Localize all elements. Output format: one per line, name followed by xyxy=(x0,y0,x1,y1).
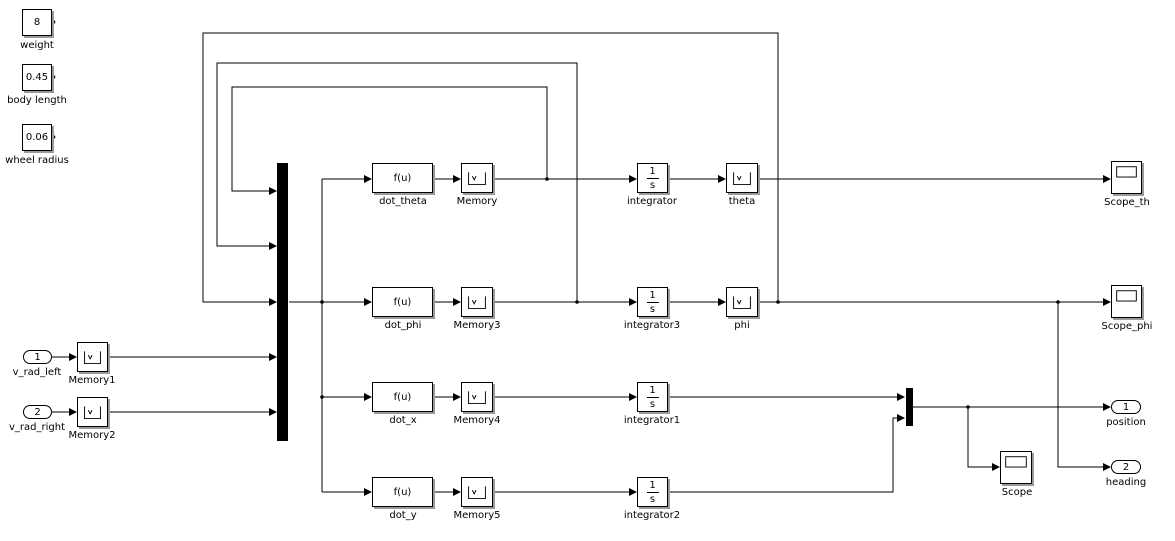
memory1-block[interactable] xyxy=(77,342,108,372)
fcn-dot-x[interactable]: f(u) xyxy=(372,382,433,412)
memory-step-icon xyxy=(468,172,486,185)
memory-block[interactable] xyxy=(461,163,493,193)
theta-block[interactable] xyxy=(726,163,758,193)
outport-2[interactable]: 2 xyxy=(1111,460,1141,474)
inport-label: v_rad_right xyxy=(8,422,66,433)
memory4-block[interactable] xyxy=(461,382,493,412)
scope-label: Scope_th xyxy=(1104,197,1150,208)
scope-label: Scope xyxy=(1001,487,1033,498)
memory-step-icon xyxy=(733,296,751,309)
memory-label: Memory xyxy=(456,196,498,207)
fcn-label: dot_x xyxy=(389,415,417,426)
constant-value: 0.06 xyxy=(25,132,49,143)
integrator-label: integrator1 xyxy=(623,415,681,426)
memory-label: Memory4 xyxy=(453,415,501,426)
memory-label: Memory2 xyxy=(68,430,116,441)
fcn-dot-theta[interactable]: f(u) xyxy=(372,163,433,193)
memory-step-icon xyxy=(468,486,486,499)
memory3-block[interactable] xyxy=(461,287,493,317)
constant-label: wheel radius xyxy=(5,155,69,166)
scope-phi-block[interactable] xyxy=(1111,285,1142,318)
inport-1[interactable]: 1 xyxy=(23,350,52,364)
state-label: theta xyxy=(728,196,756,207)
feedback-phi xyxy=(202,32,779,306)
scope-block[interactable] xyxy=(1000,451,1032,484)
outport-label: position xyxy=(1106,417,1146,428)
scope-label: Scope_phi xyxy=(1101,321,1153,332)
memory-label: Memory3 xyxy=(453,320,501,331)
memory-label: Memory5 xyxy=(453,510,501,521)
constant-label: weight xyxy=(20,40,54,51)
memory-step-icon xyxy=(84,351,101,364)
scope-screen-icon xyxy=(1116,166,1137,178)
memory2-block[interactable] xyxy=(77,397,108,427)
scope-screen-icon xyxy=(1005,456,1027,468)
memory-step-icon xyxy=(733,172,751,185)
mux-bar[interactable] xyxy=(906,388,913,426)
constant-body-length[interactable]: 0.45 xyxy=(22,64,52,91)
constant-value: 0.45 xyxy=(25,72,49,83)
fcn-label: dot_y xyxy=(389,510,417,521)
memory-step-icon xyxy=(84,406,101,419)
mux-bar[interactable] xyxy=(277,163,288,441)
feedback-memory3 xyxy=(216,62,578,302)
memory-step-icon xyxy=(468,391,486,404)
constant-value: 8 xyxy=(33,17,41,28)
scope-screen-icon xyxy=(1116,290,1137,302)
phi-block[interactable] xyxy=(726,287,758,317)
fcn-dot-y[interactable]: f(u) xyxy=(372,477,433,507)
fcn-label: dot_phi xyxy=(384,320,422,331)
memory5-block[interactable] xyxy=(461,477,493,507)
outport-1[interactable]: 1 xyxy=(1111,400,1141,414)
constant-wheel-radius[interactable]: 0.06 xyxy=(22,124,52,151)
integrator-label: integrator xyxy=(627,196,677,207)
inport-2[interactable]: 2 xyxy=(23,405,52,419)
inport-label: v_rad_left xyxy=(12,367,62,378)
fcn-dot-phi[interactable]: f(u) xyxy=(372,287,433,317)
state-label: phi xyxy=(734,320,750,331)
memory-step-icon xyxy=(468,296,486,309)
integrator-label: integrator3 xyxy=(623,320,681,331)
outport-label: heading xyxy=(1105,477,1147,488)
memory-label: Memory1 xyxy=(68,375,116,386)
feedback-memory xyxy=(231,86,548,195)
fcn-label: dot_theta xyxy=(379,196,427,207)
constant-label: body length xyxy=(7,95,67,106)
scope-th-block[interactable] xyxy=(1111,161,1142,194)
integrator-label: integrator2 xyxy=(623,510,681,521)
constant-weight[interactable]: 8 xyxy=(22,9,52,36)
